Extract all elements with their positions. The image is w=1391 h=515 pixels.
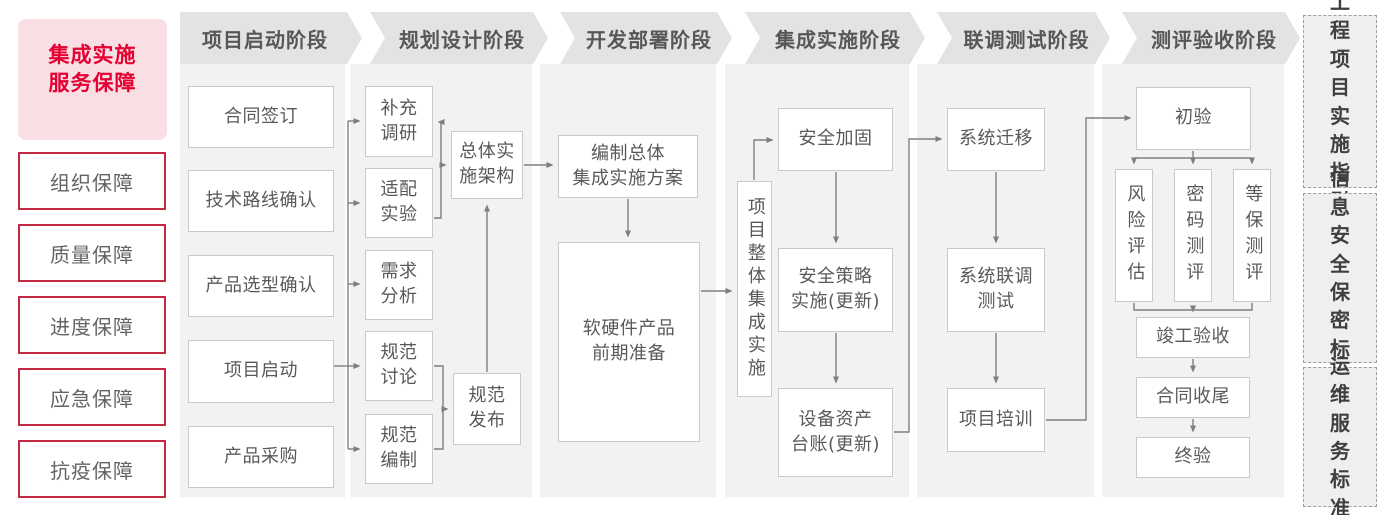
phase-header-eval-acceptance: 测评验收阶段	[1122, 12, 1300, 64]
box-crypto-evaluation: 密码测评	[1174, 169, 1212, 302]
box-asset-ledger-update: 设备资产 台账(更新)	[778, 388, 893, 477]
box-classified-protection-eval: 等保测评	[1233, 169, 1271, 302]
phase-header-joint-debug-test: 联调测试阶段	[937, 12, 1110, 64]
box-completion-acceptance: 竣工验收	[1136, 317, 1250, 358]
box-risk-assessment: 风险评估	[1115, 169, 1153, 302]
box-spec-drafting: 规范 编制	[365, 414, 433, 484]
sidebar-item-quality-guarantee: 质量保障	[18, 224, 166, 282]
box-product-selection-confirm: 产品选型确认	[188, 255, 334, 317]
standard-project-implementation-guide: 工程 项目 实施 指引	[1303, 0, 1377, 213]
sidebar-item-epidemic-guarantee: 抗疫保障	[18, 440, 166, 498]
sidebar-item-organization-guarantee: 组织保障	[18, 152, 166, 210]
box-contract-closure: 合同收尾	[1136, 377, 1250, 418]
box-overall-impl-architecture: 总体实 施架构	[451, 131, 523, 199]
box-product-procurement: 产品采购	[188, 426, 334, 488]
box-adaptation-experiment: 适配 实验	[365, 168, 433, 238]
box-spec-discussion: 规范 讨论	[365, 331, 433, 401]
box-initial-acceptance: 初验	[1136, 87, 1251, 150]
standard-om-service: 运维 服务 标准	[1303, 354, 1377, 515]
phase-header-dev-deployment: 开发部署阶段	[560, 12, 732, 64]
box-overall-integration-implementation: 项目整体集成实施	[737, 181, 772, 397]
box-system-joint-test: 系统联调 测试	[947, 248, 1045, 332]
box-project-kickoff: 项目启动	[188, 340, 334, 403]
box-hw-sw-product-preparation: 软硬件产品 前期准备	[558, 242, 700, 442]
box-security-policy-impl: 安全策略 实施(更新)	[778, 248, 893, 332]
box-tech-route-confirm: 技术路线确认	[188, 170, 334, 232]
box-system-migration: 系统迁移	[947, 108, 1045, 171]
sidebar-item-schedule-guarantee: 进度保障	[18, 296, 166, 354]
box-supplementary-research: 补充 调研	[365, 86, 433, 157]
sidebar-item-emergency-guarantee: 应急保障	[18, 368, 166, 426]
box-final-acceptance: 终验	[1136, 437, 1250, 478]
standard-infosec-confidentiality: 信息 安全 保密 标准	[1303, 166, 1377, 389]
phase-header-project-kickoff: 项目启动阶段	[180, 12, 362, 64]
phase-header-integration-impl: 集成实施阶段	[745, 12, 925, 64]
box-project-training: 项目培训	[947, 388, 1045, 452]
box-contract-signing: 合同签订	[188, 86, 334, 148]
box-requirement-analysis: 需求 分析	[365, 250, 433, 320]
box-spec-release: 规范 发布	[453, 373, 521, 445]
phase-header-planning-design: 规划设计阶段	[370, 12, 548, 64]
box-overall-integration-plan: 编制总体 集成实施方案	[558, 135, 698, 198]
box-security-hardening: 安全加固	[778, 108, 893, 171]
sidebar-title: 集成实施 服务保障	[18, 19, 167, 140]
